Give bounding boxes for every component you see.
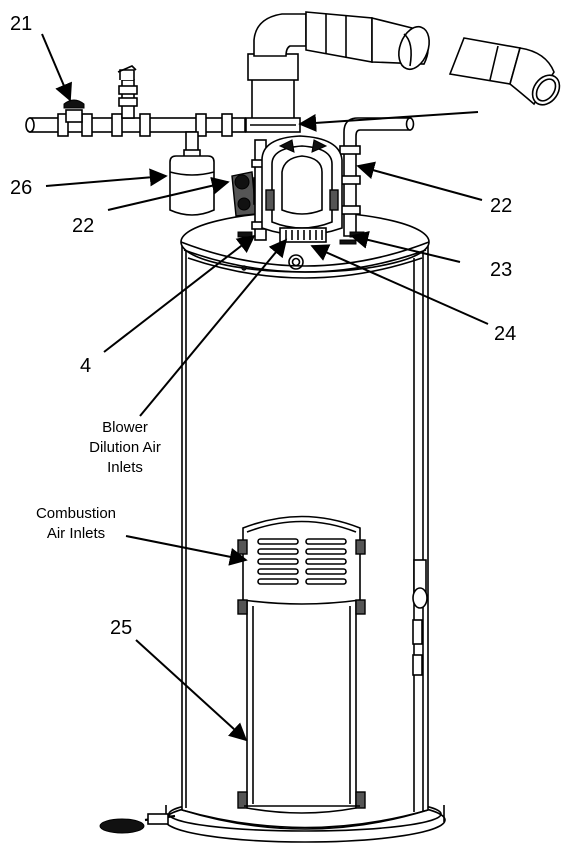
label-combustion-line1: Combustion [36, 505, 116, 522]
callout-22-left: 22 [72, 215, 94, 237]
vent-pipe [245, 11, 430, 133]
callout-labels: 21 26 22 22 23 24 4 25 Blower Dilution A… [10, 13, 516, 639]
leader-23 [350, 231, 461, 263]
drain-valve [99, 813, 176, 834]
leader-blower-dilution [139, 238, 288, 417]
gas-regulator [169, 149, 215, 216]
leader-22-left [107, 176, 230, 211]
label-blower-line1: Blower [102, 419, 148, 436]
label-blower-line3: Inlets [107, 459, 143, 476]
leader-lines [41, 33, 489, 742]
callout-24: 24 [494, 323, 516, 345]
leader-21 [41, 33, 72, 102]
callout-25: 25 [110, 617, 132, 639]
leader-4 [103, 234, 256, 353]
callout-22-right: 22 [490, 195, 512, 217]
callout-21: 21 [10, 13, 32, 35]
callout-26: 26 [10, 177, 32, 199]
vent-elbow-detached [448, 37, 561, 106]
leader-25 [135, 639, 248, 742]
right-supply-line [339, 117, 415, 237]
label-blower-line2: Dilution Air [89, 439, 161, 456]
leader-22-right [356, 161, 483, 201]
leader-26 [45, 168, 168, 187]
combustion-air-louvers [257, 538, 347, 585]
callout-23: 23 [490, 259, 512, 281]
blower-assembly [237, 135, 365, 245]
label-combustion-line2: Air Inlets [47, 525, 105, 542]
leader-vent-top [298, 111, 479, 132]
callout-4: 4 [80, 355, 91, 377]
leader-24 [310, 244, 489, 325]
gas-supply-pipe [25, 65, 246, 155]
leader-combustion [125, 535, 248, 566]
